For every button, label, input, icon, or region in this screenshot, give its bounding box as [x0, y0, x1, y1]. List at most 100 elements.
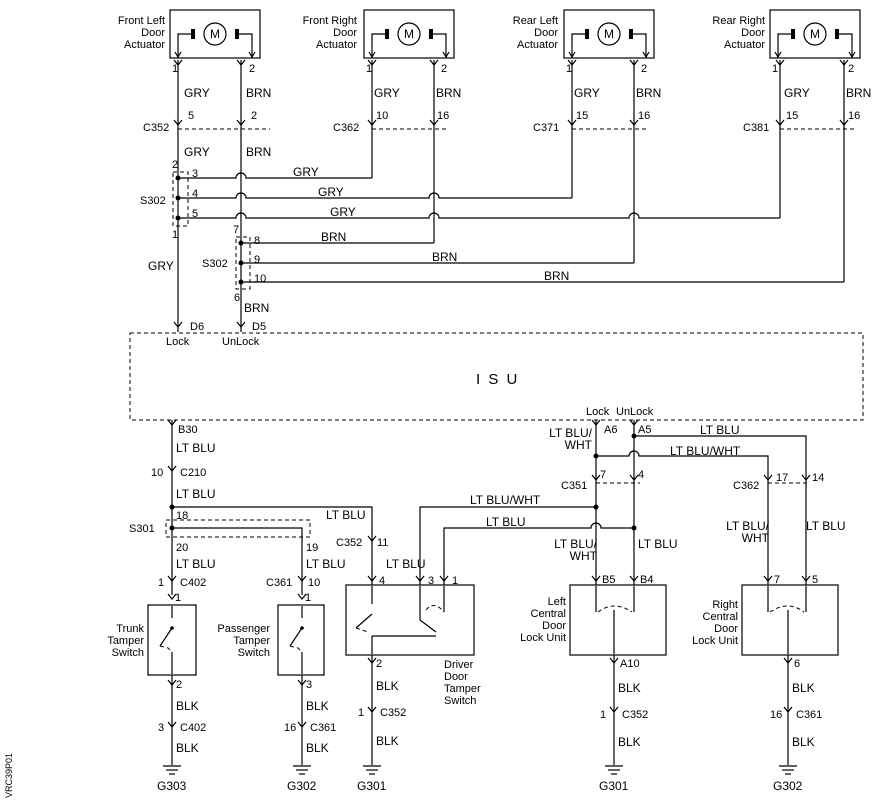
ground-icon [363, 765, 381, 775]
pin-label: 6 [234, 292, 240, 304]
wire-label: LT BLU [806, 519, 846, 533]
connector-chevron [173, 59, 183, 66]
wire-label: BRN [432, 250, 457, 264]
connector-chevron [591, 419, 601, 426]
pin-label: 2 [848, 63, 854, 75]
wire-label: GRY [293, 165, 319, 179]
wire-gry-rl [178, 192, 572, 199]
wire-label: BLK [306, 741, 329, 755]
wire-label: BLK [376, 679, 399, 693]
pin-label: 1 [172, 63, 178, 75]
wire-label: GRY [330, 205, 356, 219]
connector-chevron [783, 657, 793, 664]
wire-label: LT BLU [638, 537, 678, 551]
connector-label: C361 [796, 709, 822, 721]
pin-label: 14 [812, 472, 824, 484]
connector-chevron [629, 119, 639, 126]
splice-s302-gry [172, 171, 189, 227]
ground-symbols [163, 765, 797, 775]
pin-label: 5 [812, 574, 818, 586]
pin-label: 19 [306, 542, 318, 554]
wire-label: BRN [246, 145, 271, 159]
connector-chevron [783, 706, 793, 713]
wire-label: GRY [148, 259, 174, 273]
wire-label: BRN [321, 230, 346, 244]
pin-label: 2 [376, 658, 382, 670]
pin-label: B30 [178, 424, 198, 436]
splice-dot [238, 240, 244, 246]
wire-label: BLK [792, 681, 815, 695]
pin-label: 9 [254, 254, 260, 266]
ground-icon [605, 765, 623, 775]
wire-label: LT BLU [326, 508, 366, 522]
connector-chevron [236, 59, 246, 66]
connector-chevrons [167, 59, 849, 728]
right-lock-unit-contacts [767, 586, 807, 654]
wire-s301-passenger [172, 527, 303, 595]
connector-chevron [839, 59, 849, 66]
connector-chevron [173, 321, 183, 328]
wire-label: BRN [246, 86, 271, 100]
wire-label: GRY [184, 145, 210, 159]
wire-label: BRN [544, 269, 569, 283]
ground-label: G301 [357, 779, 387, 793]
ground-label: G302 [773, 779, 803, 793]
connector-chevron [236, 119, 246, 126]
ground-icon [163, 765, 181, 775]
pin-label: A6 [604, 424, 617, 436]
connector-chevron [839, 119, 849, 126]
wire-gry-rr [178, 212, 780, 219]
pin-label: 1 [452, 575, 458, 587]
motor-icon: M [371, 22, 447, 58]
pin-label: 4 [638, 469, 644, 481]
driver-door-tamper-switch [345, 584, 475, 656]
connector-chevron [297, 593, 307, 600]
pin-label: 4 [379, 575, 385, 587]
splice-s301 [165, 519, 311, 538]
pin-label: 1 [305, 592, 311, 604]
wire-label: LT BLU [700, 423, 740, 437]
connector-label: C352 [622, 709, 648, 721]
svg-text:M: M [810, 27, 820, 41]
splice-label: S302 [140, 195, 166, 207]
connector-chevron [297, 721, 307, 728]
connector-chevron [367, 59, 377, 66]
wire-label: GRY [374, 86, 400, 100]
connector-chevron [367, 119, 377, 126]
pin-label: 2 [251, 110, 257, 122]
pin-label: 1 [566, 63, 572, 75]
ground-icon [293, 765, 311, 775]
pin-label: 16 [284, 722, 296, 734]
connector-chevron [297, 575, 307, 582]
connector-chevron [415, 575, 425, 582]
wire-driver-lt-blu [443, 522, 634, 585]
pin-label: 3 [192, 168, 198, 180]
connector-chevron [173, 119, 183, 126]
connector-chevron [429, 59, 439, 66]
wire-label: BRN [636, 86, 661, 100]
wire-label: LT BLU [306, 557, 346, 571]
wire-label: LT BLU [386, 557, 426, 571]
ground-label: G302 [287, 779, 317, 793]
connector-chevron [429, 119, 439, 126]
pin-label: 2 [441, 63, 447, 75]
wire-label: LT BLU/WHT [549, 426, 593, 452]
pin-label: 18 [176, 510, 188, 522]
isu-module [129, 332, 864, 421]
splice-dot [631, 433, 637, 439]
pin-label: 10 [151, 467, 163, 479]
splice-dot [175, 215, 181, 221]
pin-lock-label: Lock [586, 406, 610, 418]
wire-label: BLK [176, 741, 199, 755]
connector-chevron [629, 59, 639, 66]
connector-chevron [167, 593, 177, 600]
wire-lt-blu-right [634, 435, 807, 585]
connector-chevron [567, 119, 577, 126]
pin-label: D6 [190, 321, 204, 333]
connector-label: C361 [310, 722, 336, 734]
pin-label: B4 [640, 574, 653, 586]
left-central-door-lock-unit [569, 584, 667, 656]
